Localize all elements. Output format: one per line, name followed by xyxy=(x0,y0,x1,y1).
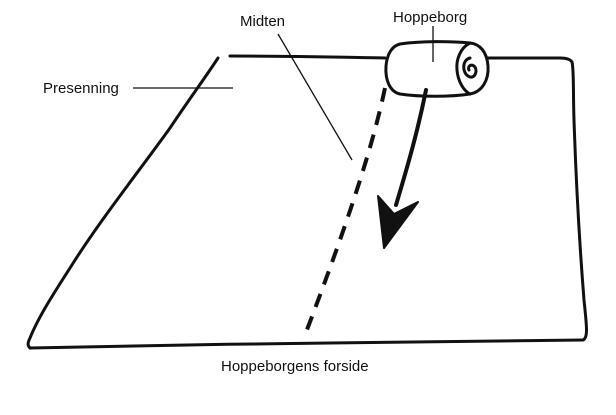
tarp-bottom-edge xyxy=(28,338,585,350)
center-dashed-line xyxy=(303,87,387,336)
front-label: Hoppeborgens forside xyxy=(221,358,369,375)
center-label: Midten xyxy=(240,13,285,30)
tarp-left-edge xyxy=(26,56,220,350)
leader-lines xyxy=(133,26,434,161)
leader-center xyxy=(277,33,353,161)
arrow-head xyxy=(377,195,419,249)
roll-spiral xyxy=(462,56,478,79)
tarp-outline xyxy=(26,54,588,350)
arrow-down-icon xyxy=(377,88,428,249)
tarp-label: Presenning xyxy=(43,80,119,97)
roll-label: Hoppeborg xyxy=(393,9,467,26)
hoppeborg-roll xyxy=(384,40,490,98)
arrow-shaft xyxy=(394,88,428,207)
tarp-right-edge xyxy=(558,56,588,342)
tarp-top-edge-left xyxy=(228,54,387,60)
